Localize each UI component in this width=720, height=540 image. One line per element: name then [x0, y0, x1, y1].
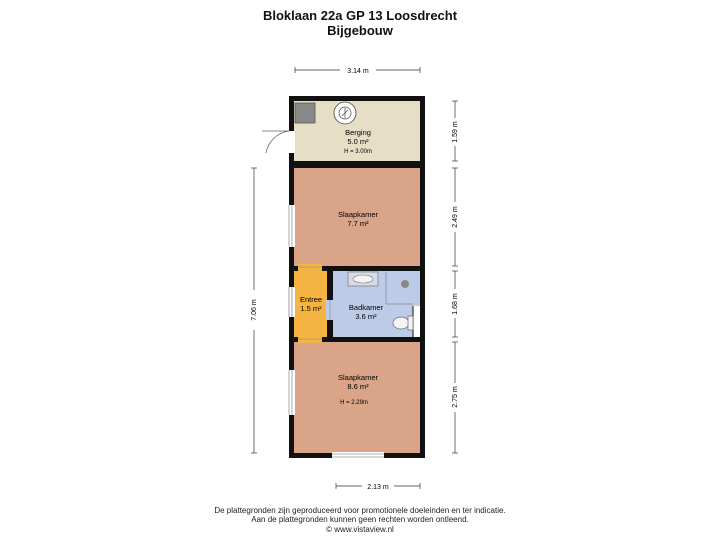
dimension-top-label: 3.14 m: [347, 68, 369, 75]
plan-subtitle: Bijgebouw: [327, 23, 393, 38]
bathroom-niche: [413, 306, 420, 337]
dimension-top: [294, 67, 421, 73]
shower-drain-icon: [401, 280, 409, 288]
room-entree: [294, 271, 327, 337]
entree-area: 1.5 m²: [300, 304, 322, 313]
dimension-right-3-label: 1.68 m: [452, 293, 459, 315]
door-entree-slaap2: [298, 336, 322, 343]
berging-height: H = 3.00m: [344, 149, 372, 155]
window-bottom: [332, 452, 384, 460]
toilet-icon: [392, 316, 410, 330]
footer-disclaimer-2: Aan de plattegronden kunnen geen rechten…: [251, 515, 469, 524]
door-entree-slaap1: [298, 264, 322, 272]
slaapkamer1-name: Slaapkamer: [338, 210, 379, 219]
dimension-right-2-label: 2.49 m: [452, 206, 459, 228]
footer-disclaimer-1: De plattegronden zijn geproduceerd voor …: [214, 506, 506, 515]
window-left-2: [287, 370, 295, 415]
boiler-icon: [294, 102, 316, 124]
badkamer-area: 3.6 m²: [355, 312, 377, 321]
berging-area: 5.0 m²: [347, 137, 369, 146]
slaapkamer2-height: H = 2.29m: [340, 400, 368, 406]
berging-name: Berging: [345, 128, 371, 137]
exterior-door-swing: [262, 130, 290, 154]
slaapkamer2-name: Slaapkamer: [338, 373, 379, 382]
plan-title: Bloklaan 22a GP 13 Loosdrecht: [262, 8, 458, 23]
entree-door-gap: [287, 287, 295, 317]
slaapkamer1-area: 7.7 m²: [347, 219, 369, 228]
dimension-right-4-label: 2.75 m: [452, 386, 459, 408]
footer-copyright: © www.vistaview.nl: [326, 525, 394, 534]
dimension-right: [452, 100, 458, 454]
badkamer-name: Badkamer: [349, 303, 384, 312]
dimension-right-1-label: 1.59 m: [452, 121, 459, 143]
entree-name: Entree: [300, 295, 322, 304]
window-left-1: [287, 205, 295, 247]
exterior-door-gap: [287, 131, 295, 153]
dimension-bottom-label: 2.13 m: [367, 484, 389, 491]
slaapkamer2-area: 8.6 m²: [347, 382, 369, 391]
room-slaapkamer-2: [294, 342, 420, 453]
room-slaapkamer-1: [294, 168, 420, 266]
dimension-left-label: 7.06 m: [251, 299, 258, 321]
dimension-bottom: [335, 483, 421, 489]
dimension-left: [251, 167, 257, 454]
